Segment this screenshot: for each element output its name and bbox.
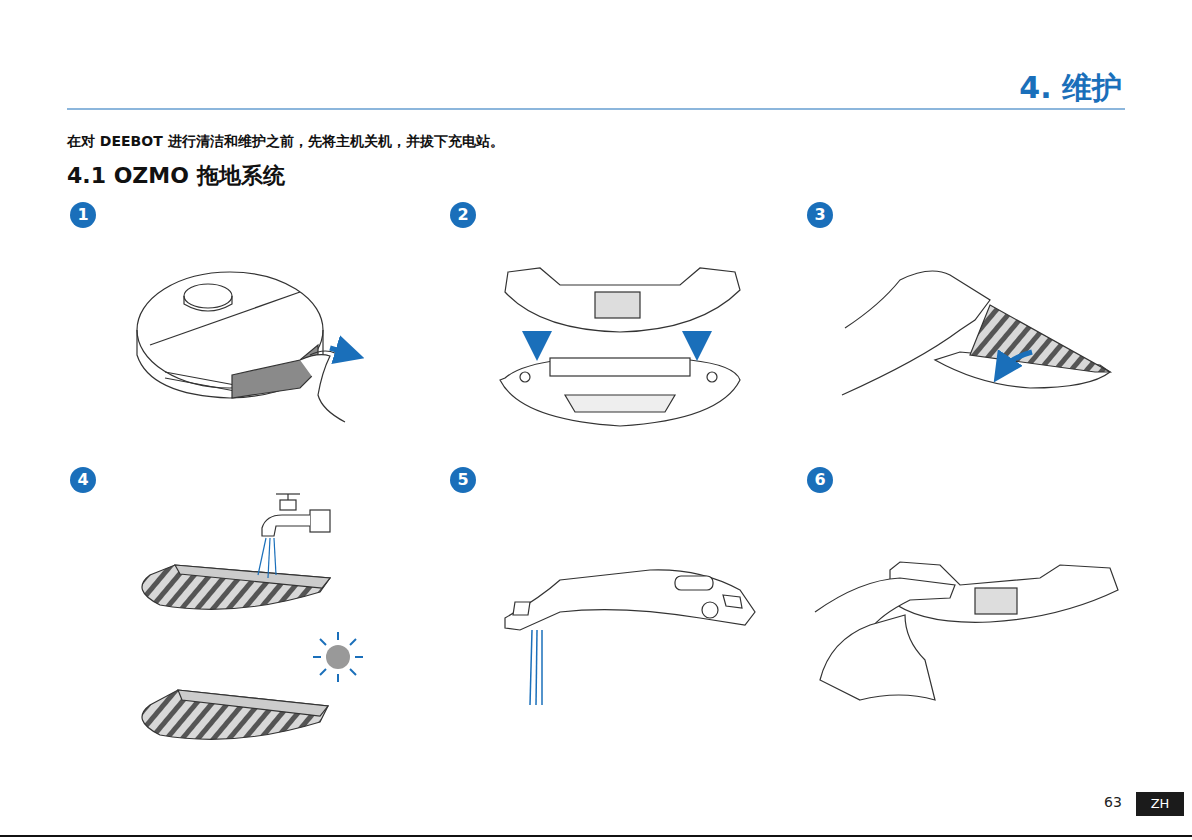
callout-number: 1 (70, 202, 96, 228)
tab-text: ZH (1151, 796, 1170, 811)
page-number: 63 (1104, 794, 1122, 810)
callout-number: 6 (807, 467, 833, 493)
language-tab: ZH (1136, 792, 1184, 816)
callout-number: 2 (450, 202, 476, 228)
callout-number: 3 (807, 202, 833, 228)
warning-note: 在对 DEEBOT 进行清洁和维护之前，先将主机关机，并拔下充电站。 (67, 133, 504, 151)
section-heading: 4.1 OZMO 拖地系统 (67, 161, 285, 191)
callout-number: 4 (70, 467, 96, 493)
callout-number: 5 (450, 467, 476, 493)
page-title: 4. 维护 (1019, 68, 1122, 109)
